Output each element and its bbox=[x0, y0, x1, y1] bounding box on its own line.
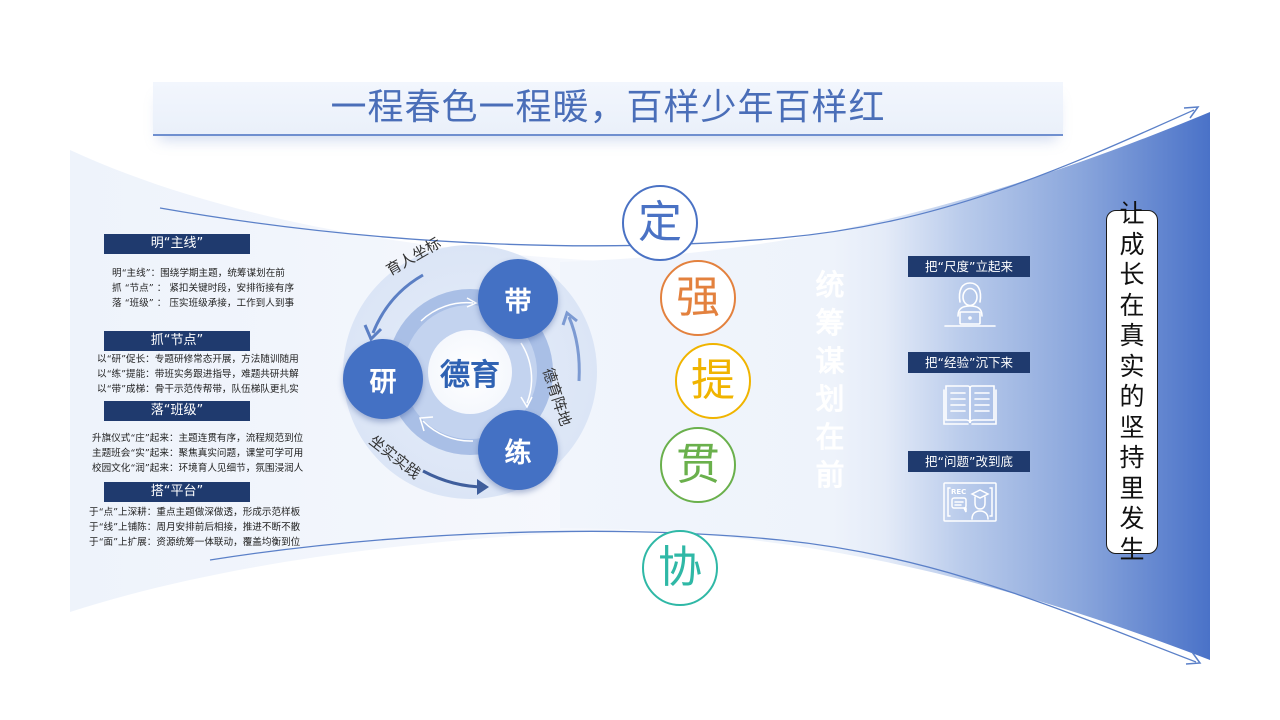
section-line: 以“带”成梯：骨干示范传帮带，队伍梯队更扎实 bbox=[97, 384, 299, 395]
section-line: 于“点”上深耕：重点主题做深做透，形成示范样板 bbox=[89, 507, 301, 518]
title-banner: 一程春色一程暖，百样少年百样红 bbox=[153, 82, 1063, 136]
section-line: 于“面”上扩展：资源统筹一体联动，覆盖均衡到位 bbox=[89, 537, 301, 548]
action-label-problem: 把“问题”改到底 bbox=[908, 451, 1030, 472]
cycle-node-lian: 练 bbox=[478, 410, 558, 490]
cycle-center: 德育 bbox=[428, 330, 512, 414]
cycle-center-label: 德育 bbox=[440, 358, 500, 393]
section-body-nodes: 以“研”促长：专题研修常态开展，方法随训随用 以“练”提能：带班实务跟进指导，难… bbox=[97, 352, 299, 397]
section-line: 以“研”促长：专题研修常态开展，方法随训随用 bbox=[97, 354, 299, 365]
section-line: 校园文化“润”起来：环境育人见细节，氛围浸润人 bbox=[92, 463, 304, 474]
action-label-experience: 把“经验”沉下来 bbox=[908, 352, 1030, 373]
section-line: 升旗仪式“庄”起来：主题连贯有序，流程规范到位 bbox=[92, 433, 304, 444]
action-label-standard: 把“尺度”立起来 bbox=[908, 256, 1030, 277]
section-line: 主题班会“实”起来：聚焦真实问题，课堂可学可用 bbox=[92, 448, 304, 459]
section-line: 以“练”提能：带班实务跟进指导，难题共研共解 bbox=[97, 369, 299, 380]
open-book-icon bbox=[943, 385, 997, 425]
rec-lecture-icon: REC bbox=[943, 482, 997, 522]
keyword-circle-ding: 定 bbox=[622, 185, 698, 261]
conclusion-box: 让成长在真实的坚持里发生 bbox=[1106, 199, 1158, 564]
section-line: 抓 “节点” ： 紧扣关键时段，安排衔接有序 bbox=[112, 283, 295, 294]
page-title: 一程春色一程暖，百样少年百样红 bbox=[330, 87, 886, 128]
keyword-circle-guan: 贯 bbox=[660, 427, 736, 503]
section-heading-main-line: 明“主线” bbox=[104, 234, 250, 254]
cycle-node-dai: 带 bbox=[478, 259, 558, 339]
keyword-circle-qiang: 强 bbox=[660, 260, 736, 336]
section-body-main-line: 明“主线”：围绕学期主题，统筹谋划在前 抓 “节点” ： 紧扣关键时段，安排衔接… bbox=[112, 266, 294, 311]
section-line: 于“线”上铺陈：周月安排前后相接，推进不断不散 bbox=[89, 522, 301, 533]
center-vertical-heading: 统筹谋划在前 bbox=[815, 268, 845, 492]
section-heading-nodes: 抓“节点” bbox=[104, 331, 250, 351]
conclusion-text: 让成长在真实的坚持里发生 bbox=[1119, 199, 1145, 564]
section-body-class: 升旗仪式“庄”起来：主题连贯有序，流程规范到位 主题班会“实”起来：聚焦真实问题… bbox=[92, 431, 303, 476]
svg-text:REC: REC bbox=[951, 488, 966, 496]
section-heading-class: 落“班级” bbox=[104, 401, 250, 421]
section-heading-platform: 搭“平台” bbox=[104, 482, 250, 502]
person-laptop-icon bbox=[944, 282, 996, 327]
section-body-platform: 于“点”上深耕：重点主题做深做透，形成示范样板 于“线”上铺陈：周月安排前后相接… bbox=[89, 505, 300, 550]
cycle-node-yan: 研 bbox=[343, 339, 423, 419]
cycle-arrows bbox=[363, 273, 581, 495]
section-line: 落 “班级” ： 压实班级承接，工作到人到事 bbox=[112, 298, 295, 309]
keyword-circle-ti: 提 bbox=[675, 343, 751, 419]
section-line: 明“主线”：围绕学期主题，统筹谋划在前 bbox=[112, 268, 285, 279]
keyword-circle-xie: 协 bbox=[642, 530, 718, 606]
